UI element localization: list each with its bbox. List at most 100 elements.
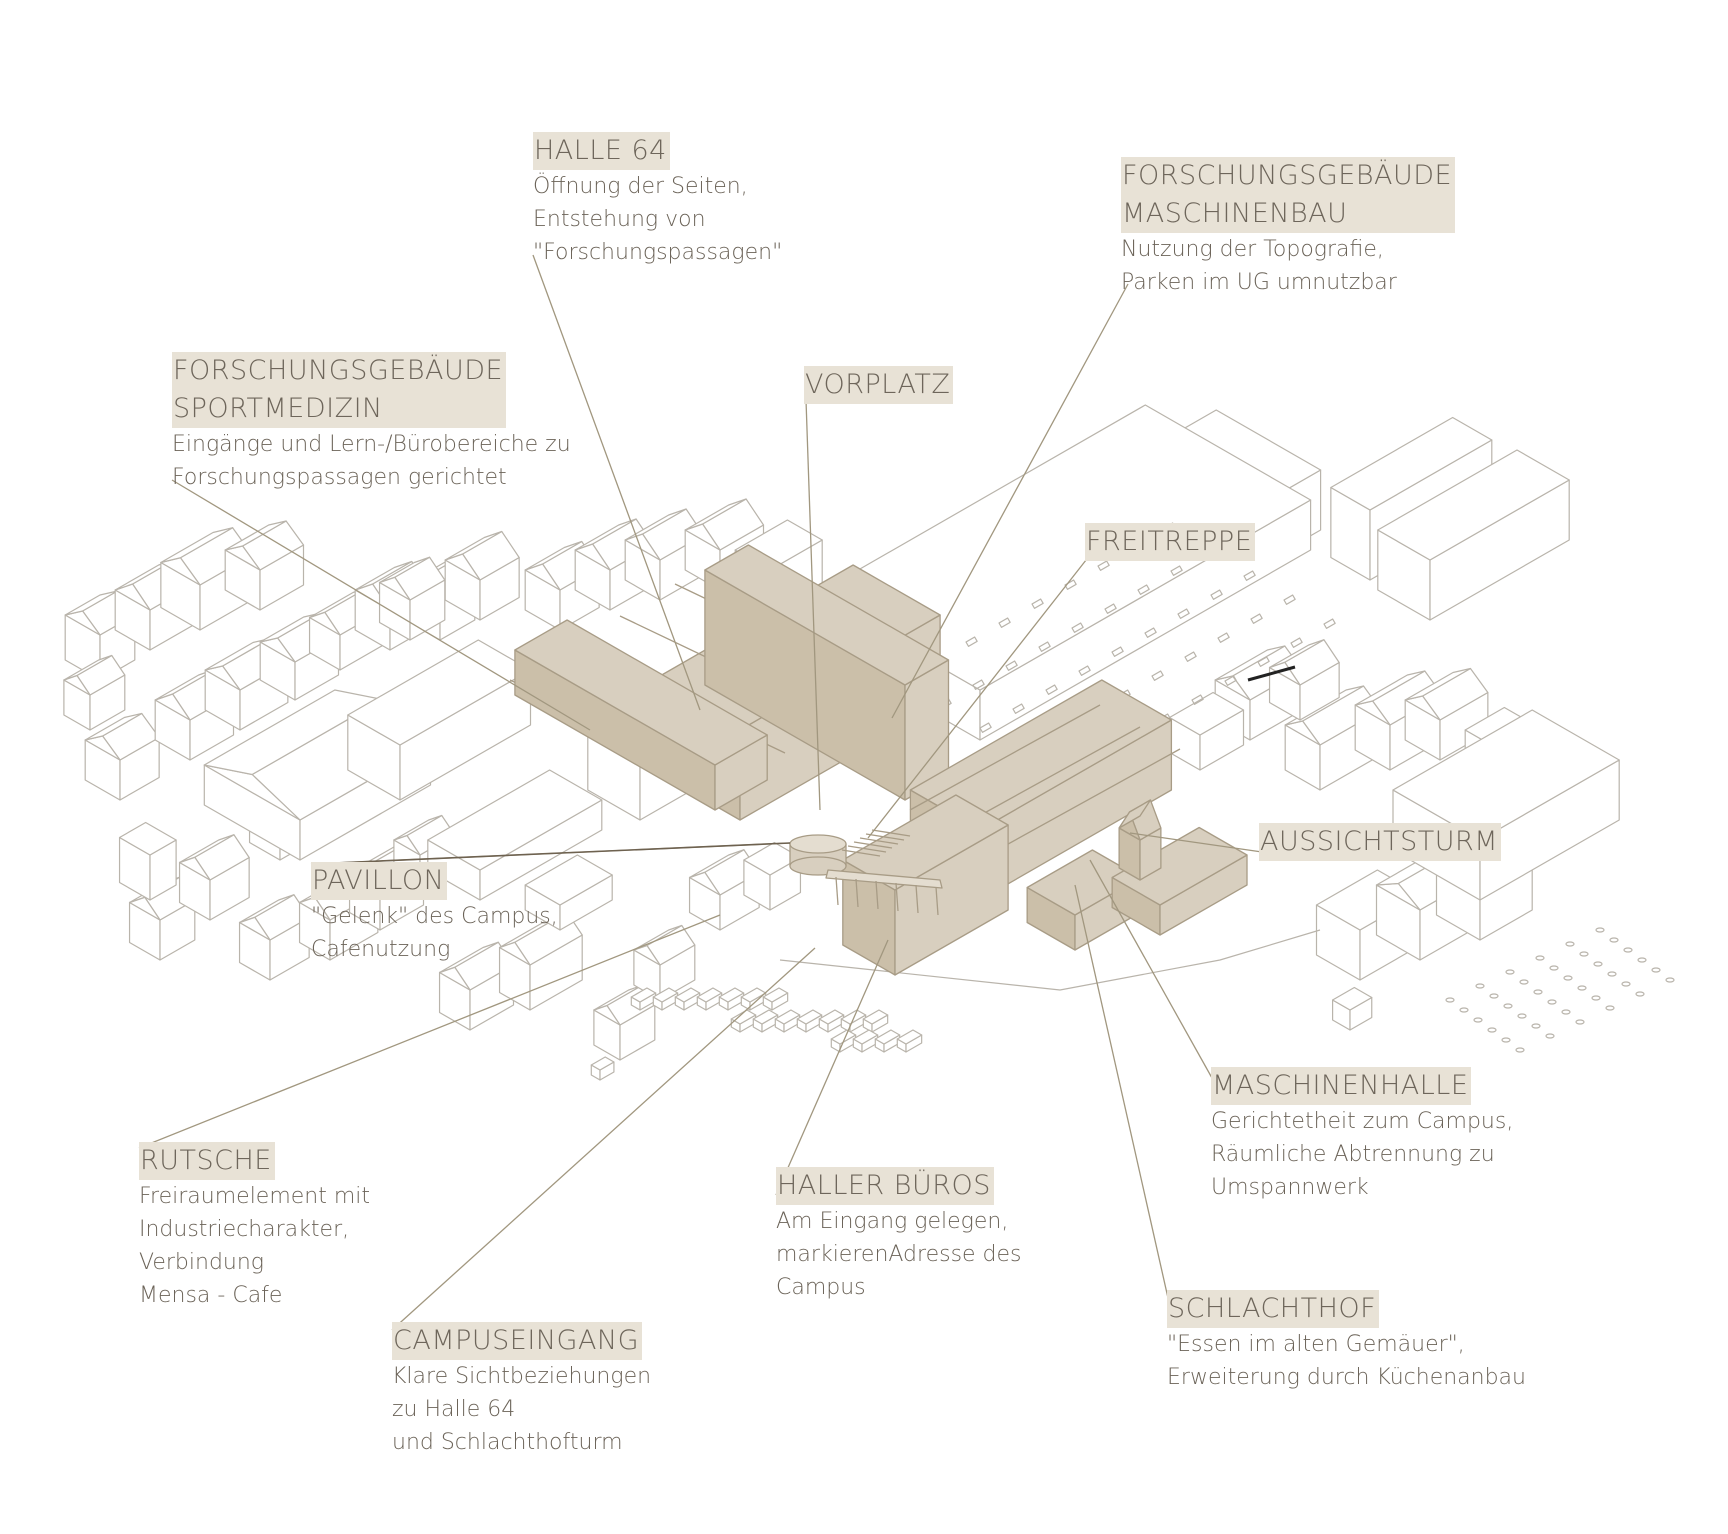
roof-vent <box>1519 979 1529 985</box>
context-house <box>633 924 696 1001</box>
roof-vent <box>1515 1047 1525 1053</box>
stair-step <box>853 841 893 849</box>
building-roof <box>238 894 295 924</box>
pavillon-top <box>789 834 847 854</box>
dark-detail <box>1247 665 1296 682</box>
context-block <box>896 1029 923 1053</box>
roof-vent <box>1607 971 1617 977</box>
walkway-deck <box>825 869 943 889</box>
label-title: PAVILLON <box>311 862 448 900</box>
context-block <box>862 1009 889 1033</box>
label-haller-bueros: HALLER BÜROS Am Eingang gelegen, markier… <box>776 1167 1022 1304</box>
context-house <box>84 712 160 801</box>
factory-window <box>1078 665 1091 676</box>
label-description: Nutzung der Topografie, Parken im UG umn… <box>1121 237 1397 295</box>
roof-vent <box>1563 975 1573 981</box>
context-block <box>874 1029 901 1053</box>
building-roof <box>524 540 583 571</box>
roof-vent <box>1547 999 1557 1005</box>
roof-ridge <box>909 704 1101 811</box>
site-outline <box>779 929 1321 991</box>
leader-lines <box>138 254 1263 1331</box>
building-roof <box>224 520 287 551</box>
context-block <box>696 987 723 1011</box>
rutsche <box>825 869 943 916</box>
roof-vent <box>1517 1013 1527 1019</box>
building-roof <box>774 1009 801 1025</box>
roof-vent <box>1665 977 1675 983</box>
roof-vent <box>1459 1007 1469 1013</box>
context-block <box>740 987 767 1011</box>
roof-vent <box>1545 1033 1555 1039</box>
building-roof <box>178 834 235 864</box>
building-roof <box>347 639 532 746</box>
context-house <box>438 941 515 1031</box>
building-roof <box>84 712 143 741</box>
label-campuseingang: CAMPUSEINGANG Klare Sichtbeziehungen zu … <box>392 1322 651 1459</box>
context-house <box>178 834 250 921</box>
context-house <box>238 894 310 981</box>
roof-vent <box>1489 993 1499 999</box>
context-house <box>224 520 305 611</box>
label-description: "Essen im alten Gemäuer", Erweiterung du… <box>1167 1332 1526 1390</box>
context-hall <box>347 639 532 801</box>
building-roof <box>909 679 1173 831</box>
label-schlachthof: SCHLACHTHOF "Essen im alten Gemäuer", Er… <box>1167 1290 1526 1394</box>
label-title: MASCHINENHALLE <box>1211 1067 1472 1105</box>
building-roof <box>438 941 499 974</box>
label-description: Öffnung der Seiten, Entstehung von "Fors… <box>533 174 783 265</box>
building-roof <box>1354 670 1426 706</box>
building-roof <box>204 637 272 671</box>
label-title: AUSSICHTSTURM <box>1259 823 1502 861</box>
roof-vent <box>1605 1005 1615 1011</box>
walkway-post <box>915 884 919 914</box>
building-roof <box>852 1029 879 1045</box>
roof-vent <box>1531 1023 1541 1029</box>
factory-window <box>1137 584 1150 595</box>
context-block <box>852 1029 879 1053</box>
forschungsgebaeude-sportmedizin <box>514 619 768 811</box>
building-roof <box>740 987 767 1003</box>
context-block <box>718 987 745 1011</box>
label-description: "Gelenk" des Campus, Cafenutzung <box>311 904 558 962</box>
building-roof <box>1118 799 1152 829</box>
factory-window <box>1012 703 1025 714</box>
label-title: VORPLATZ <box>804 366 954 404</box>
building-roof <box>688 849 745 879</box>
building-roof <box>862 1009 889 1025</box>
leader-line <box>1089 859 1213 1079</box>
context-house <box>444 530 520 621</box>
label-forschungsgebaeude-maschinenbau: FORSCHUNGSGEBÄUDE MASCHINENBAU Nutzung d… <box>1121 157 1456 299</box>
label-description: Am Eingang gelegen, markierenAdresse des… <box>776 1209 1022 1300</box>
building-roof <box>308 586 369 619</box>
aussichtsturm <box>1118 799 1162 881</box>
factory-window <box>1064 579 1077 590</box>
building-roof <box>830 1029 857 1045</box>
building-roof <box>118 821 177 856</box>
factory-window <box>1290 637 1303 648</box>
building-roof <box>718 987 745 1003</box>
building-roof <box>896 1029 923 1045</box>
building-roof <box>762 987 789 1003</box>
label-description: Freiraumelement mit Industriecharakter, … <box>139 1184 371 1308</box>
leader-line <box>532 254 701 711</box>
roof-vent <box>1473 1017 1483 1023</box>
label-title: FREITREPPE <box>1085 523 1256 561</box>
leader-line <box>891 283 1129 719</box>
walkway-post <box>875 880 879 910</box>
roof-vent <box>1475 983 1485 989</box>
context-house <box>1404 667 1489 761</box>
roof-vent <box>1595 927 1605 933</box>
label-halle-64: HALLE 64 Öffnung der Seiten, Entstehung … <box>533 132 782 269</box>
label-rutsche: RUTSCHE Freiraumelement mit Industriecha… <box>139 1142 370 1312</box>
building-roof <box>444 530 503 561</box>
factory-window <box>1071 622 1084 633</box>
context-block <box>762 987 789 1011</box>
building-roof <box>427 769 603 871</box>
building-roof <box>1214 645 1286 681</box>
factory-window <box>1283 594 1296 605</box>
roof-vent <box>1535 955 1545 961</box>
context-block <box>774 1009 801 1033</box>
factory-window <box>1170 565 1183 576</box>
